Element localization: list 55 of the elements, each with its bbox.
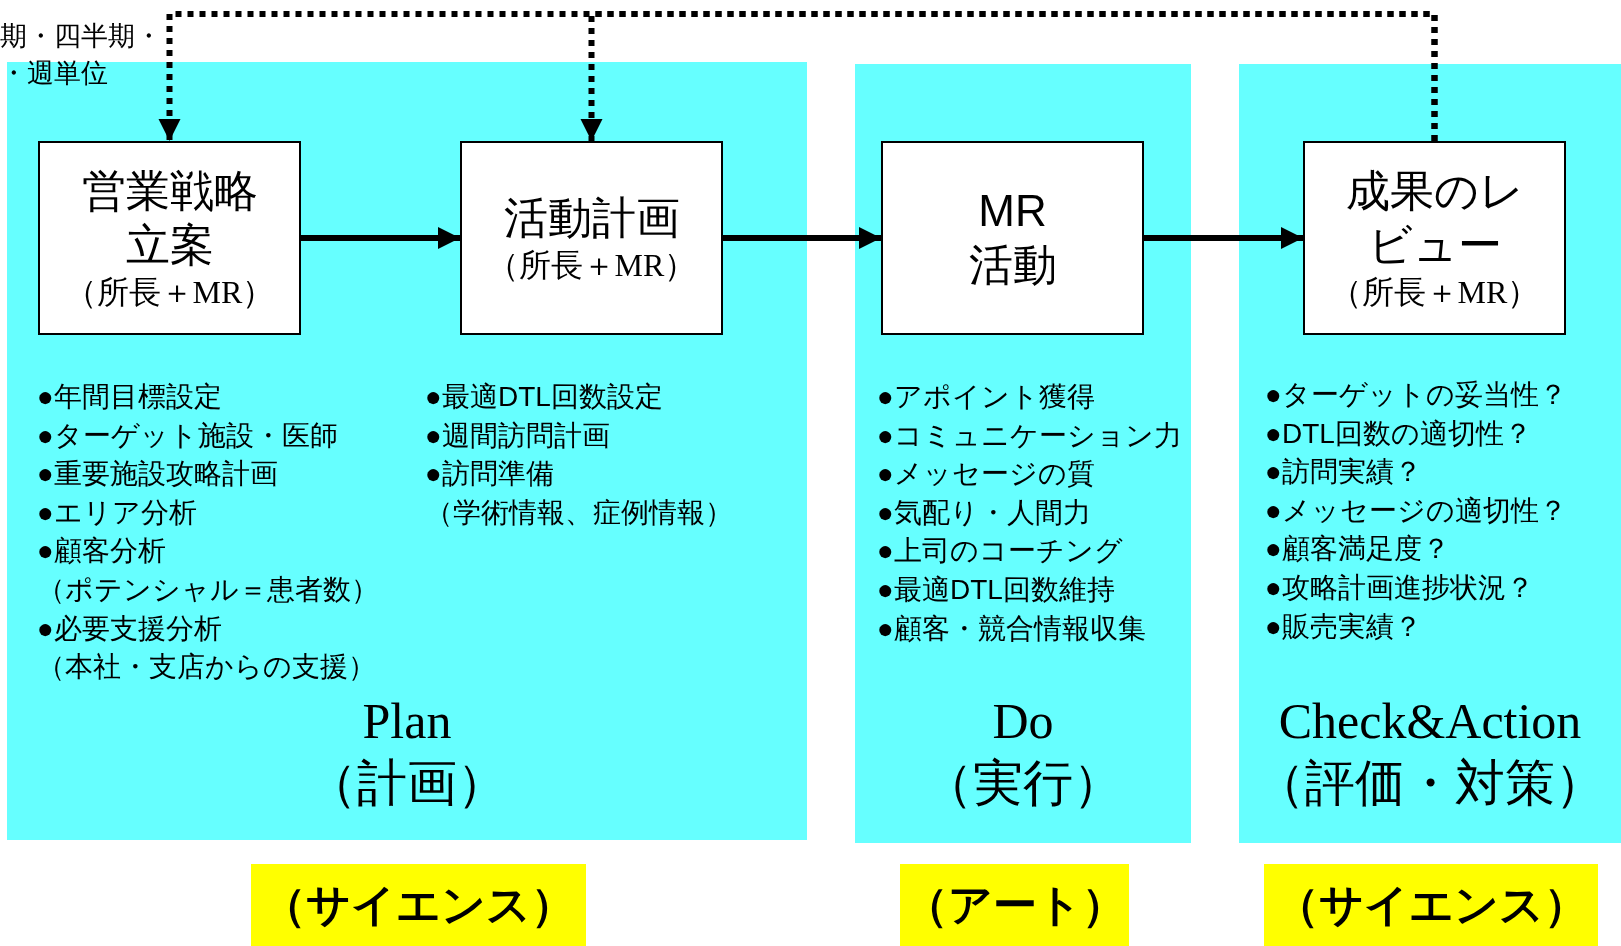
box-subtitle: （所長＋MR） [486,246,697,285]
note-text: （ポテンシャル＝患者数） [37,573,379,607]
box-title: 成果のレビュー [1344,165,1525,271]
phase-label: （計画） [306,754,508,812]
bullet-item: ●必要支援分析 [37,611,222,646]
bullet-item: ●重要施設攻略計画 [37,457,278,492]
note-text: （本社・支店からの支援） [37,650,376,685]
bullet-item: ●メッセージの適切性？ [1265,493,1567,528]
process-box [38,141,301,335]
bullet-item: ●ターゲット施設・医師 [37,418,338,453]
phase-label: Plan [361,692,453,750]
bullet-item: ●最適DTL回数設定 [425,380,663,414]
process-box [881,141,1144,335]
bullet-item: ●訪問準備 [425,457,554,492]
highlight-label: （サイエンス） [1264,864,1598,946]
box-title: 活動計画 [502,192,681,244]
bullet-item: ●顧客分析 [37,534,166,569]
bullet-item: ●DTL回数の適切性？ [1265,416,1532,451]
panel [1239,64,1621,843]
highlight-label: （アート） [900,864,1129,946]
bullet-item: ●最適DTL回数維持 [877,573,1115,607]
bullet-item: ●販売実績？ [1265,609,1422,644]
highlight-label: （サイエンス） [251,864,586,946]
bullet-item: ●顧客・競合情報収集 [877,611,1146,646]
panel [7,62,807,840]
box-subtitle: （所長＋MR） [64,273,275,312]
note-text: （学術情報、症例情報） [425,495,733,530]
bullet-item: ●コミュニケーション力 [877,418,1182,453]
process-box [460,141,723,335]
bullet-item: ●エリア分析 [37,495,197,530]
phase-label: （実行） [922,754,1124,812]
bullet-item: ●アポイント獲得 [877,380,1095,414]
arrow [723,227,881,249]
box-subtitle: （所長＋MR） [1329,273,1540,312]
phase-label: （評価・対策） [1254,754,1606,812]
bullet-item: ●顧客満足度？ [1265,532,1450,567]
phase-label: Check&Action [1277,692,1583,750]
bullet-item: ●ターゲットの妥当性？ [1265,378,1567,412]
arrow [1144,227,1303,249]
phase-label: Do [991,692,1055,750]
process-box [1303,141,1566,335]
panel [855,64,1191,843]
bullet-item: ●訪問実績？ [1265,455,1422,490]
bullet-item: ●週間訪問計画 [425,418,610,453]
box-title: MR 活動 [967,185,1058,291]
bullet-item: ●メッセージの質 [877,457,1095,492]
bullet-item: ●年間目標設定 [37,380,222,414]
bullet-item: ●攻略計画進捗状況？ [1265,571,1534,605]
arrow [301,227,460,249]
dotted-arrow [580,11,1438,141]
box-title: 営業戦略立案 [80,165,259,271]
period-label: 期・四半期・ [0,20,162,52]
bullet-item: ●気配り・人間力 [877,495,1091,530]
bullet-item: ●上司のコーチング [877,534,1123,569]
period-label: ・週単位 [0,57,108,89]
